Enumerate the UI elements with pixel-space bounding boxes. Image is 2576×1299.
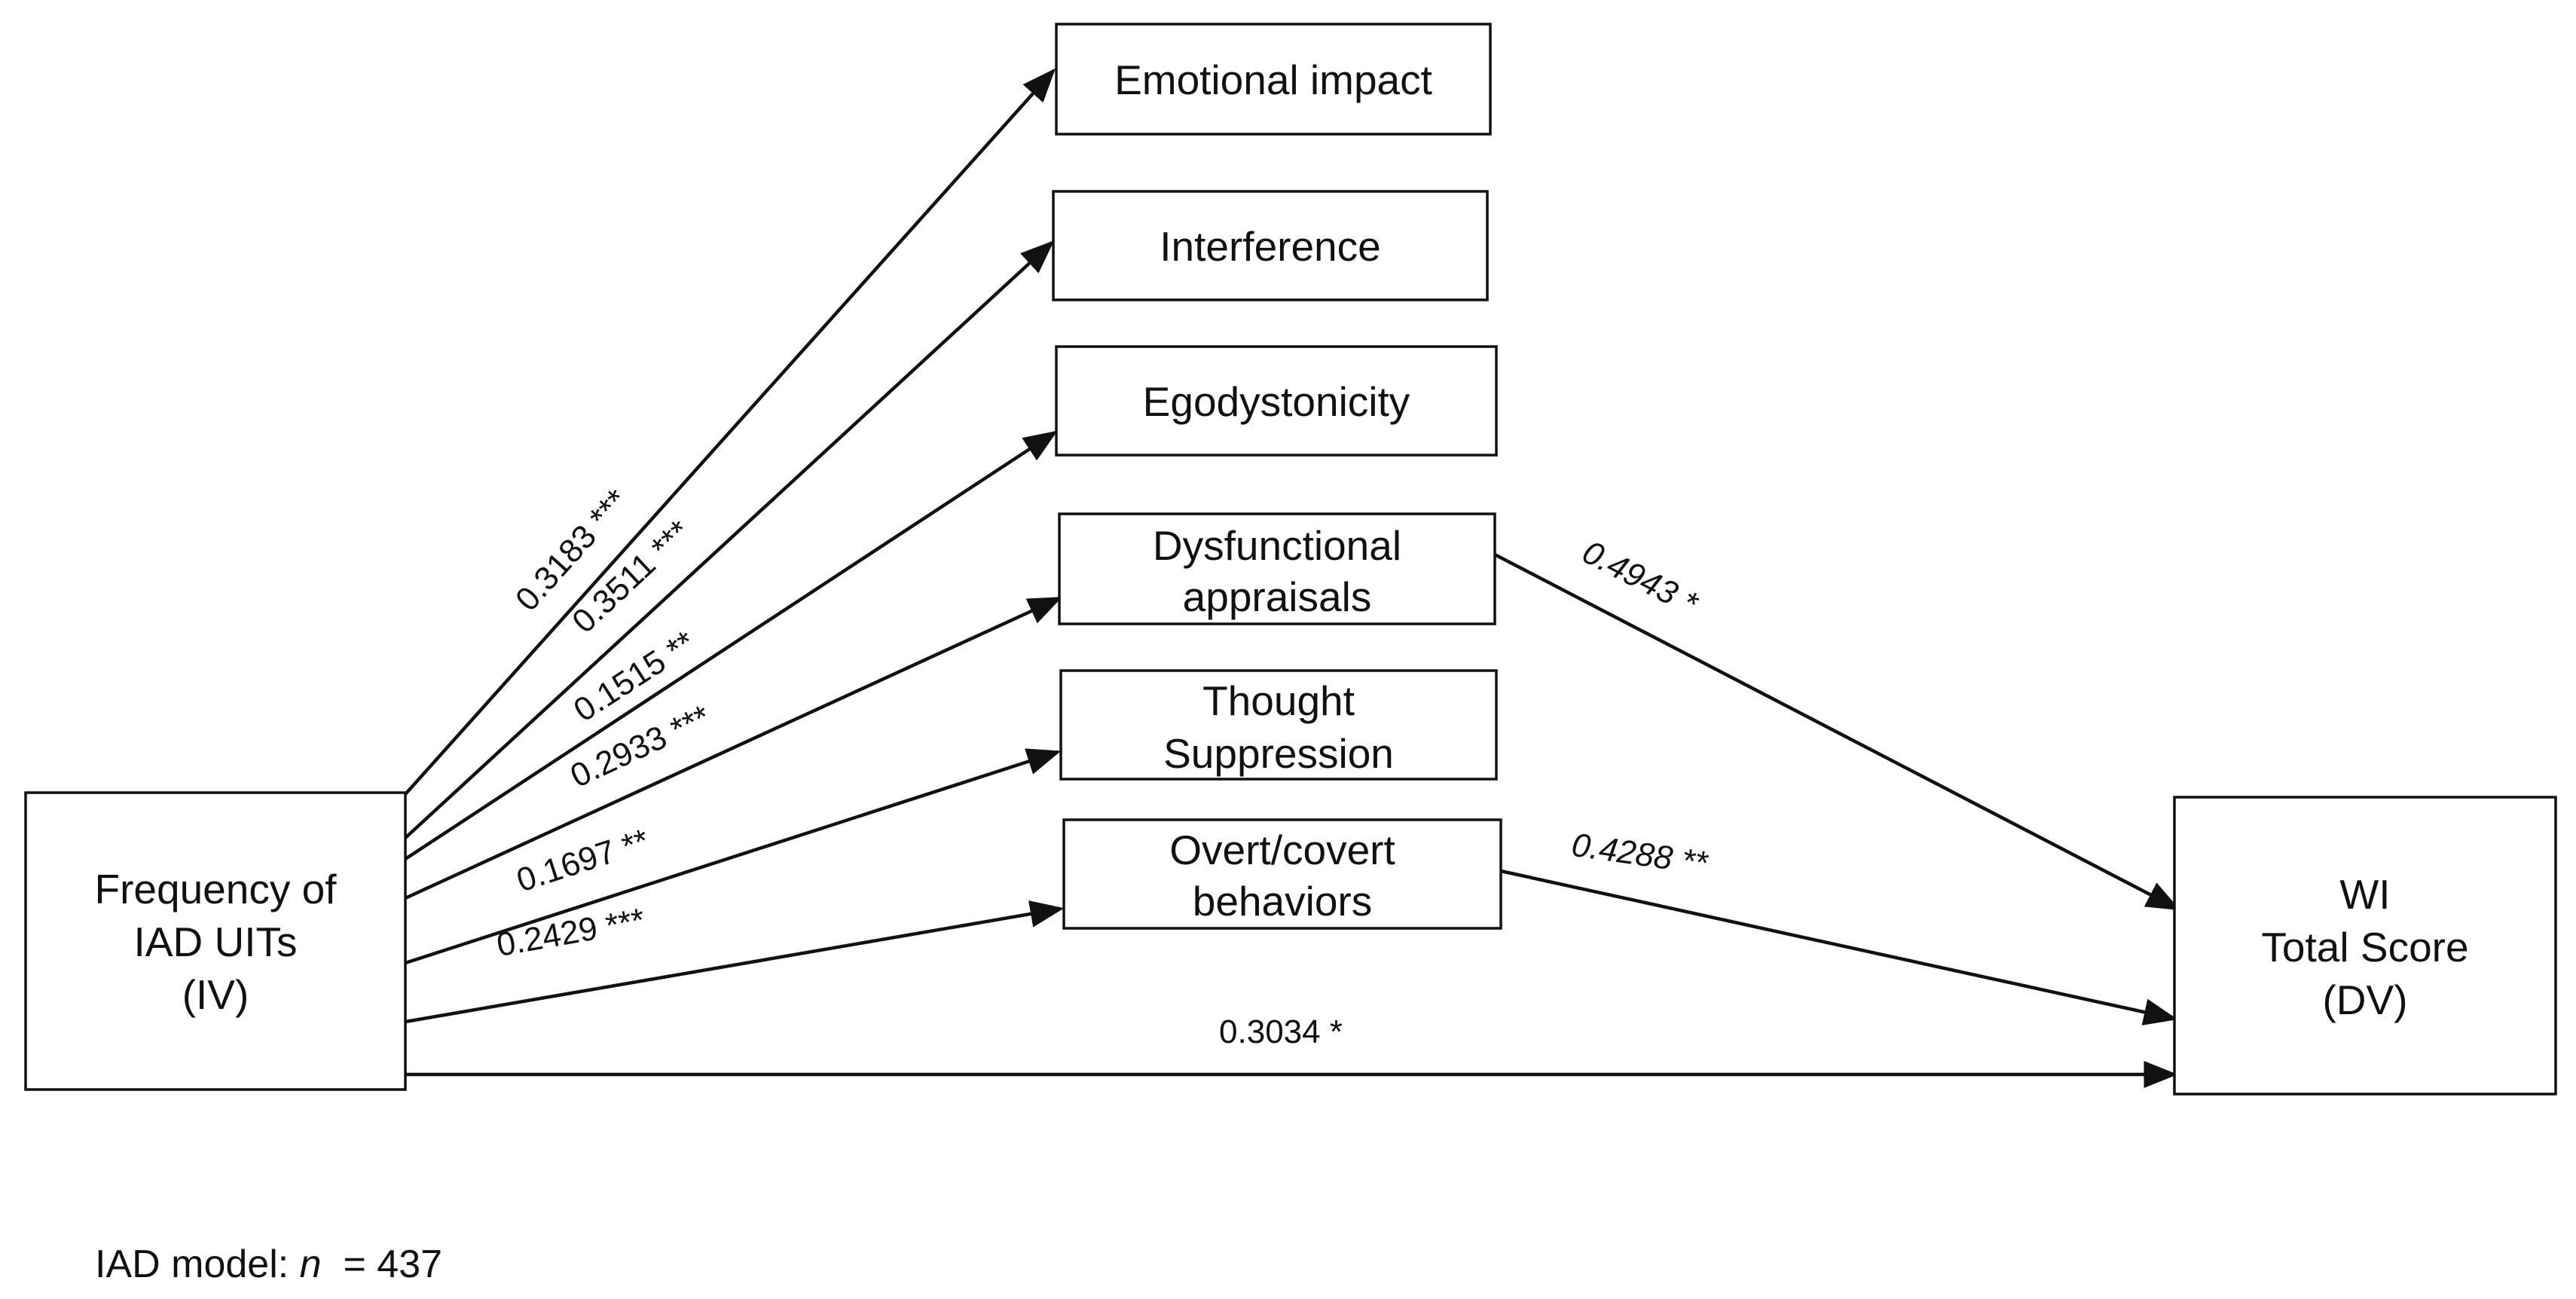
overt-covert-behaviors-line-1: Overt/covert	[1169, 827, 1395, 873]
sample-size-footnote: IAD model: n = 437	[95, 1242, 442, 1287]
edge-overt-covert-behaviors-dv	[1500, 869, 2178, 1025]
egodystonicity-node: Egodystonicity	[1055, 345, 1498, 457]
thought-suppression-line-2: Suppression	[1163, 730, 1394, 777]
dysfunctional-appraisals-node: Dysfunctional appraisals	[1058, 512, 1496, 625]
footnote-suffix: = 437	[321, 1242, 443, 1286]
interference-node: Interference	[1052, 190, 1489, 301]
iv-node: Frequency of IAD UITs (IV)	[24, 791, 407, 1091]
edge-iv-overt-covert-behaviors	[405, 900, 1065, 1024]
edge-iv-interference	[404, 240, 1055, 839]
edge-label-dysfunctional-to-dv: 0.4943 *	[1576, 533, 1704, 623]
edge-label-thought-suppression: 0.1697 **	[512, 822, 653, 900]
edge-iv-thought-suppression	[405, 748, 1062, 965]
edge-label-iv-to-dv: 0.3034 *	[1219, 1013, 1343, 1050]
edge-dysfunctional-appraisals-dv	[1493, 553, 2180, 911]
iv-node-line-3: (IV)	[182, 971, 249, 1018]
dysfunctional-appraisals-line-1: Dysfunctional	[1153, 522, 1401, 569]
dv-node: WI Total Score (DV)	[2173, 796, 2557, 1096]
footnote-n-symbol: n	[299, 1242, 322, 1286]
dv-node-line-1: WI	[2339, 871, 2390, 918]
footnote-prefix: IAD model:	[95, 1242, 300, 1286]
egodystonicity-label: Egodystonicity	[1143, 378, 1410, 425]
dysfunctional-appraisals-line-2: appraisals	[1183, 573, 1372, 620]
iv-node-line-2: IAD UITs	[134, 918, 298, 965]
overt-covert-behaviors-node: Overt/covert behaviors	[1062, 818, 1502, 930]
edge-iv-egodystonicity	[404, 430, 1058, 860]
thought-suppression-node: Thought Suppression	[1059, 669, 1498, 781]
interference-label: Interference	[1160, 223, 1381, 270]
edge-iv-dysfunctional-appraisals	[405, 596, 1063, 900]
dv-node-line-3: (DV)	[2322, 977, 2407, 1023]
edge-label-overt-covert-to-dv: 0.4288 **	[1569, 827, 1711, 882]
overt-covert-behaviors-line-2: behaviors	[1193, 878, 1372, 925]
emotional-impact-node: Emotional impact	[1055, 23, 1492, 136]
emotional-impact-label: Emotional impact	[1114, 57, 1432, 103]
thought-suppression-line-1: Thought	[1202, 677, 1355, 724]
edges-group	[404, 68, 2180, 1088]
dv-node-line-2: Total Score	[2261, 924, 2468, 970]
edge-iv-emotional-impact	[404, 68, 1056, 796]
iv-node-line-1: Frequency of	[94, 866, 337, 912]
